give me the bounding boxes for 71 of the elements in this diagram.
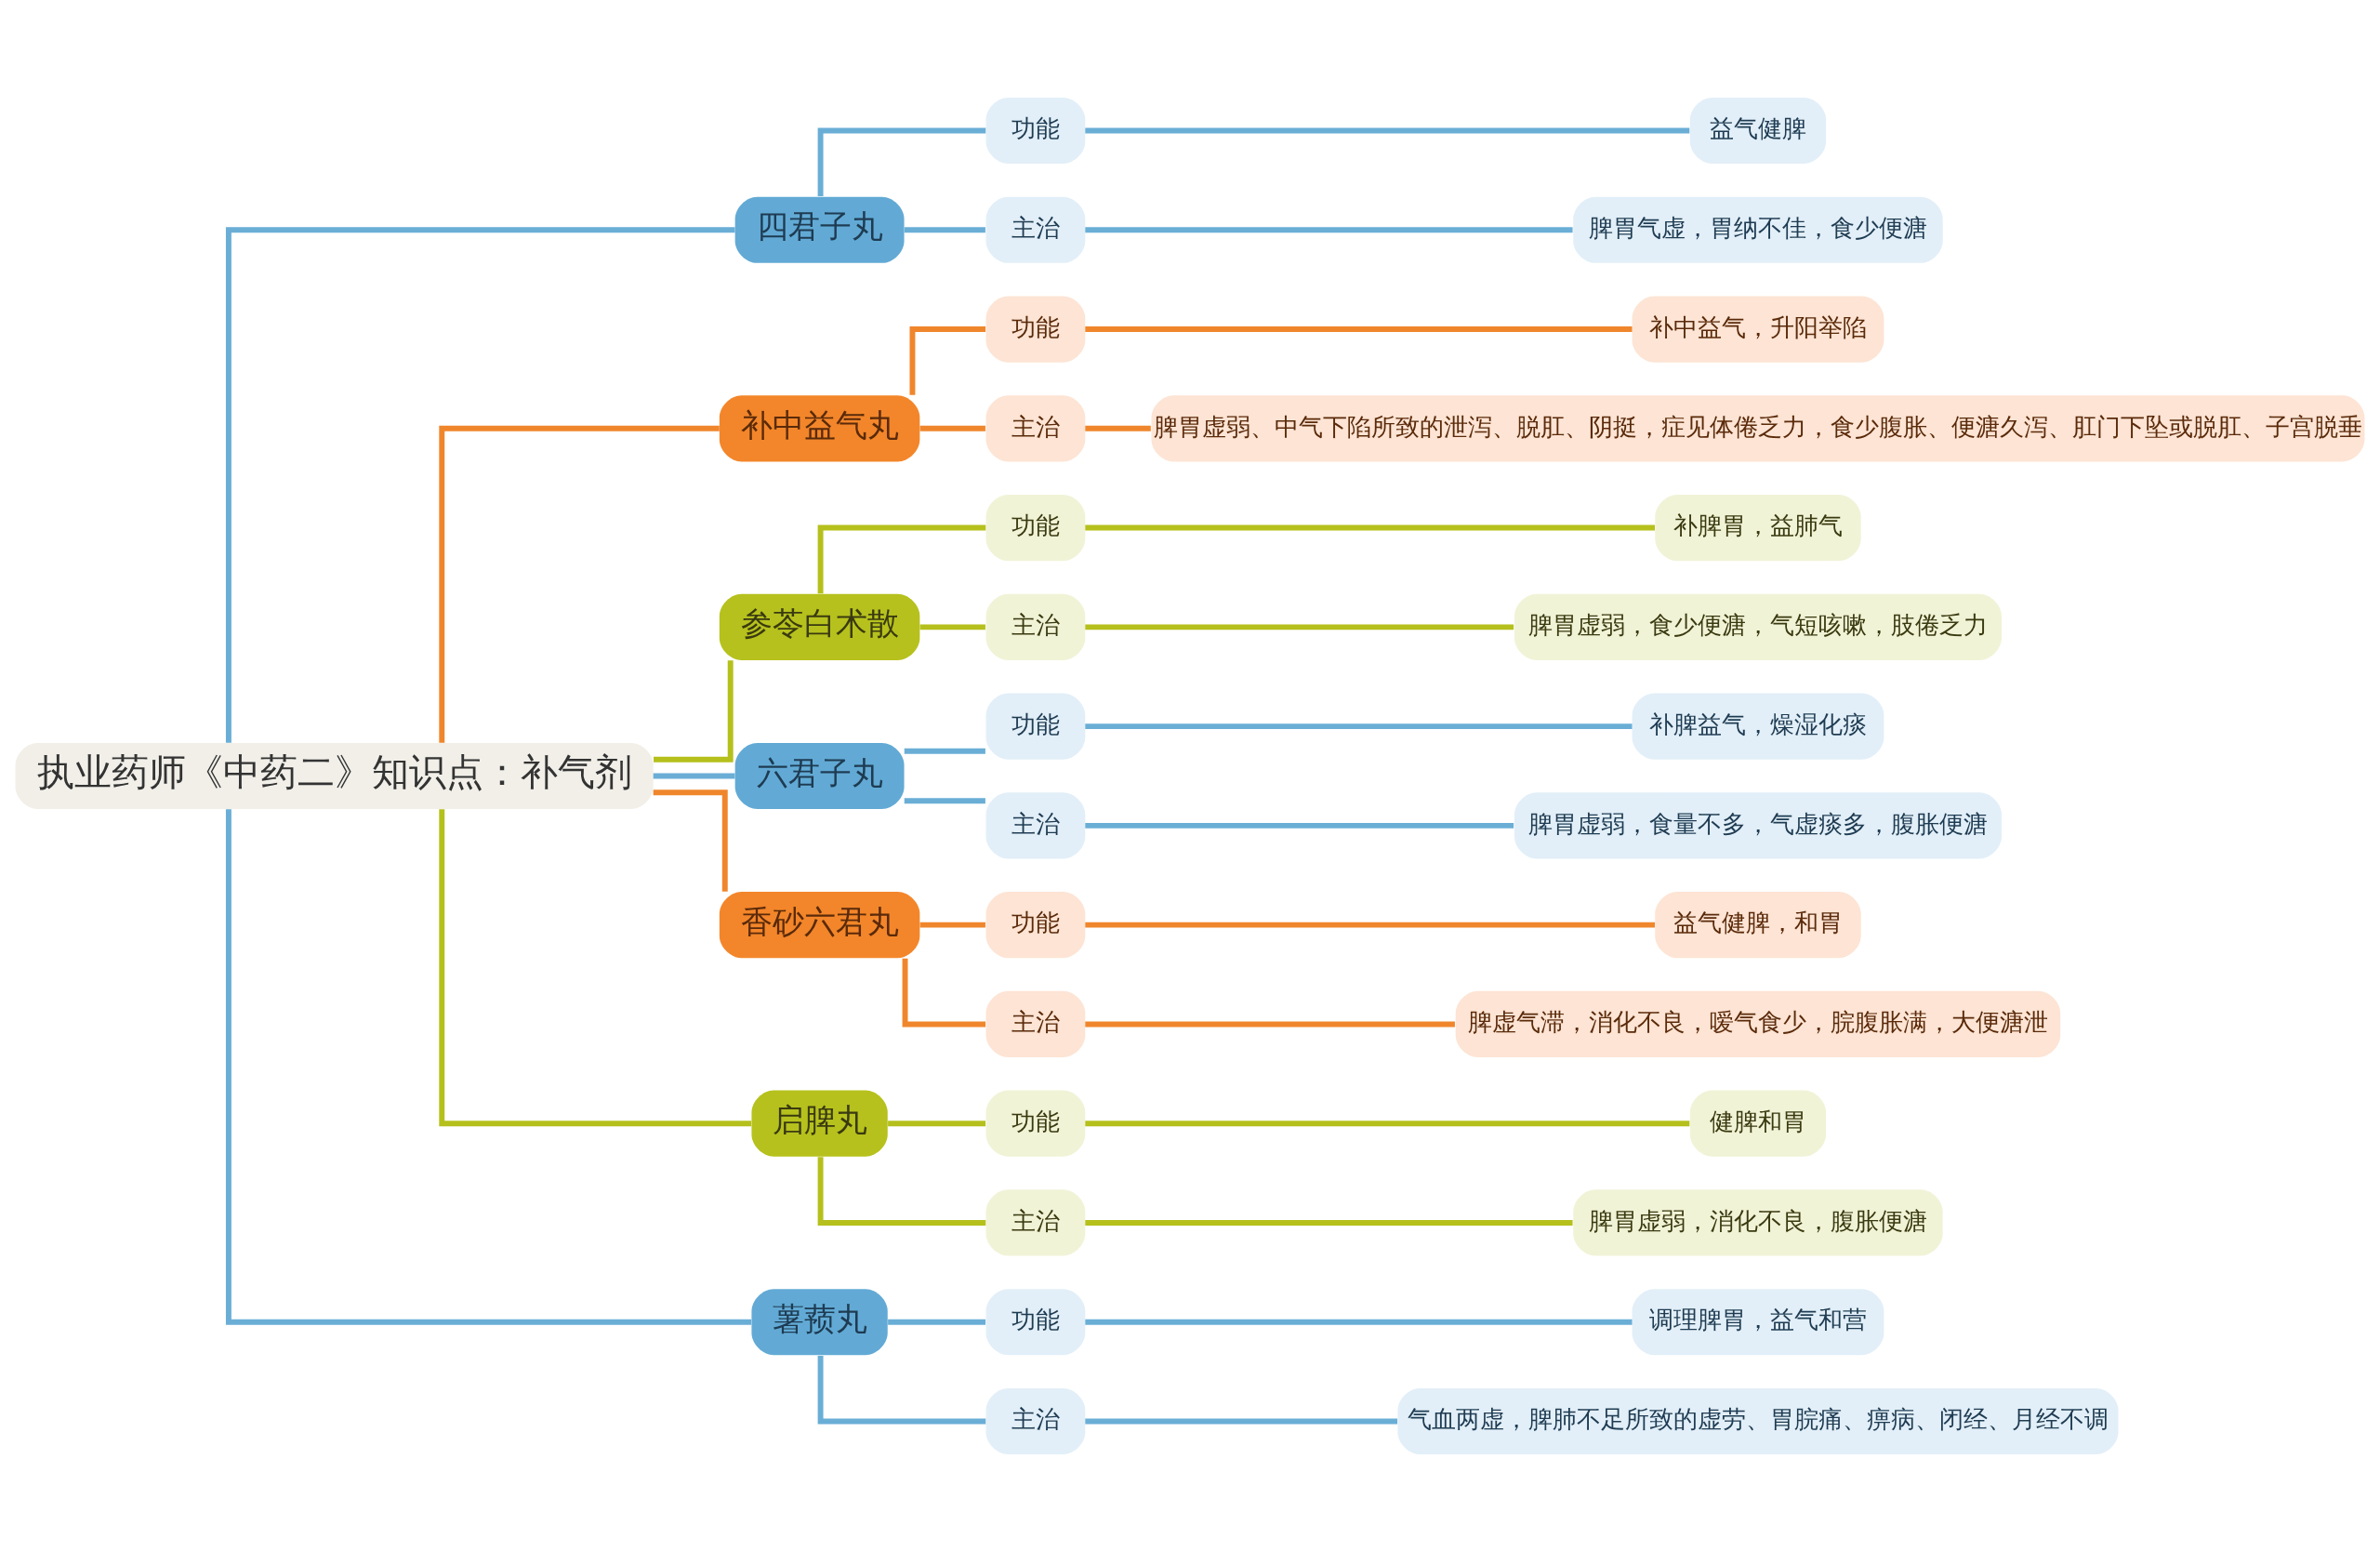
node-box: 参苓白术散: [719, 593, 920, 660]
node-box: 功能: [985, 1090, 1086, 1157]
node-box: 主治: [985, 593, 1086, 660]
connector: [902, 958, 986, 1028]
node-box: 补脾益气，燥湿化痰: [1632, 693, 1884, 760]
connector: [439, 425, 720, 743]
node-box: 香砂六君丸: [719, 892, 920, 959]
node-box: 功能: [985, 495, 1086, 562]
connector: [654, 660, 734, 763]
node-box: 补中益气，升阳举陷: [1632, 296, 1884, 363]
node-box: 益气健脾: [1689, 97, 1827, 165]
connector: [817, 524, 986, 594]
connector: [1085, 227, 1573, 233]
connector: [919, 624, 985, 630]
node-box: 四君子丸: [734, 196, 905, 263]
node-box: 脾胃虚弱、中气下陷所致的泄泻、脱肛、阴挺，症见体倦乏力，食少腹胀、便溏久泻、肛门下坠或脱肛、子宫脱垂: [1151, 395, 2365, 462]
connector: [1085, 723, 1633, 730]
node-box: 脾虚气滞，消化不良，嗳气食少，脘腹胀满，大便溏泄: [1455, 990, 2061, 1057]
connector: [1085, 326, 1633, 332]
node-box: 补脾胃，益肺气: [1655, 495, 1861, 562]
connector: [817, 127, 986, 197]
node-box: 主治: [985, 196, 1086, 263]
connector: [1085, 1220, 1573, 1226]
connector: [904, 227, 985, 233]
node-box: 薯蓣丸: [751, 1289, 888, 1356]
node-box: 功能: [985, 1289, 1086, 1356]
connector: [888, 1121, 986, 1127]
connector: [439, 809, 751, 1127]
connector: [1085, 425, 1151, 431]
node-box: 益气健脾，和胃: [1655, 892, 1861, 959]
connector: [1085, 1021, 1455, 1028]
node-box: 调理脾胃，益气和营: [1632, 1289, 1884, 1356]
node-box: 功能: [985, 296, 1086, 363]
node-box: 脾胃虚弱，食少便溏，气短咳嗽，肢倦乏力: [1514, 593, 2002, 660]
node-box: 补中益气丸: [719, 395, 920, 462]
connector: [909, 326, 986, 395]
connector: [1085, 1319, 1633, 1325]
node-box: 主治: [985, 1189, 1086, 1256]
connector: [904, 748, 985, 754]
node-box: 主治: [985, 792, 1086, 859]
node-box: 脾胃虚弱，食量不多，气虚痰多，腹胀便溏: [1514, 792, 2002, 859]
connector: [1085, 1121, 1690, 1127]
connector: [817, 1157, 986, 1226]
connector: [888, 1319, 986, 1325]
node-box: 执业药师《中药二》知识点：补气剂: [15, 742, 654, 810]
node-box: 主治: [985, 1387, 1086, 1455]
connector: [653, 773, 735, 779]
connector: [904, 798, 985, 804]
connector: [1085, 922, 1655, 928]
node-box: 主治: [985, 990, 1086, 1057]
connector: [919, 425, 985, 431]
node-box: 气血两虚，脾肺不足所致的虚劳、胃脘痛、痹病、闭经、月经不调: [1397, 1387, 2119, 1455]
connector: [817, 1355, 986, 1425]
node-box: 功能: [985, 693, 1086, 760]
connector: [1085, 127, 1690, 134]
connector: [1085, 822, 1514, 829]
connector: [653, 789, 728, 892]
node-box: 启脾丸: [751, 1090, 888, 1157]
node-box: 六君子丸: [734, 742, 905, 810]
node-box: 健脾和胃: [1689, 1090, 1827, 1157]
connector: [225, 227, 735, 743]
node-box: 脾胃虚弱，消化不良，腹胀便溏: [1573, 1189, 1943, 1256]
node-box: 功能: [985, 892, 1086, 959]
connector: [1085, 1418, 1398, 1425]
node-box: 脾胃气虚，胃纳不佳，食少便溏: [1573, 196, 1943, 263]
node-box: 功能: [985, 97, 1086, 165]
connector: [1085, 624, 1514, 630]
node-box: 主治: [985, 395, 1086, 462]
connector: [919, 922, 985, 928]
connector: [225, 809, 752, 1325]
connector: [1085, 524, 1655, 531]
